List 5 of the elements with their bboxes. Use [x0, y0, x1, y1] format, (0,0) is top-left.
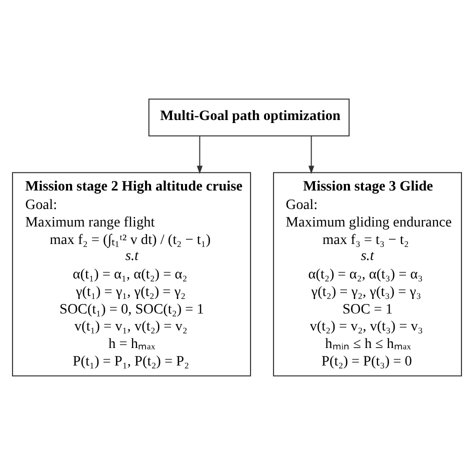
arrow [308, 136, 314, 174]
node-box: Multi-Goal path optimization [148, 98, 350, 136]
node-box: Mission stage 3 Glide Goal: Maximum gliding endurance max f₃ = t₃ − t₂ s.t α(t₂) = α₂, α(t₃) = α₃ γ(t₂) = γ₂, γ(t₃) = γ₃ SOC = 1 v(t₂) = v₂, v(t₃) = v₃ hₘᵢₙ ≤ h ≤ hₘₐₓ P(t₂) = P(t₃) = 0 [273, 172, 462, 376]
arrow [196, 136, 203, 174]
node-box: Mission stage 2 High altitude cruise Goal: Maximum range flight max f₂ = (∫ₜ₁ᵗ² v dt) / (t₂ − t₁) s.t α(t₁) = α₁, α(t₂) = α₂ γ(t₁) = γ₁, γ(t₂) = γ₂ SOC(t₁) = 0, SOC(t₂) = 1 v(t₁) = v₁, v(t₂) = v₂ h = hₘₐₓ P(t₁) = P₁, P(t₂) = P₂ [12, 172, 252, 376]
